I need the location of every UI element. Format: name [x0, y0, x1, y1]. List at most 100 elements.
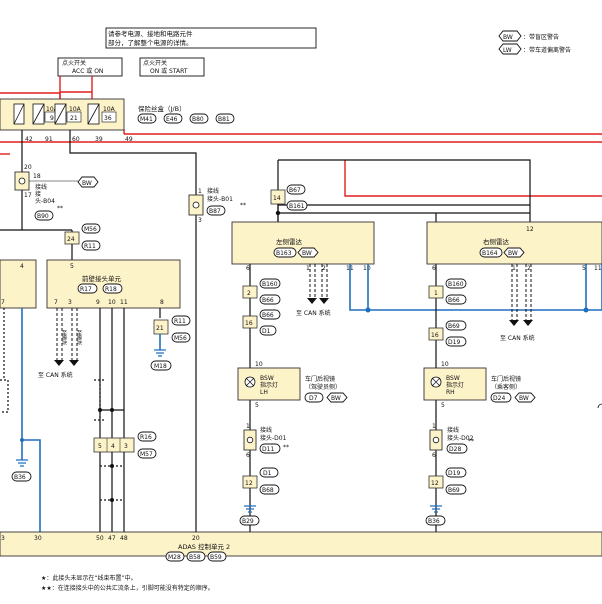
bsw-rh-l2: 指示灯: [446, 381, 464, 389]
wire-blue-right: [585, 264, 602, 310]
right-chain-pin: 16: [431, 332, 439, 339]
front-unit-pin: 3: [68, 299, 72, 306]
bsw-lh-opt: BW: [331, 395, 341, 402]
d02-code: D28: [449, 446, 461, 453]
left-radar-pin: 1: [306, 265, 310, 272]
ignition-acc-box: [57, 57, 123, 77]
code-pill: [259, 325, 277, 336]
wire-blue-bus: [349, 264, 602, 311]
code-pill: [11, 471, 32, 482]
ground-icon: [16, 459, 28, 467]
splice-dot-icon: [20, 438, 24, 442]
code-pill: [186, 551, 206, 562]
wire-fuse21-down: [69, 130, 197, 195]
fuse-num: 21: [70, 115, 78, 122]
code-pill: [81, 223, 101, 234]
r16-code1: R16: [140, 434, 152, 441]
splice-dot-icon: [365, 307, 371, 313]
code-text: E46: [166, 116, 178, 123]
b01-label-2: 接头-B01: [207, 195, 233, 203]
bsw-lh-opt-pill: [326, 392, 348, 403]
code-pill: [259, 484, 280, 495]
splice-dot-icon: [98, 408, 102, 412]
note-box: [105, 27, 317, 49]
ignition-start-line2: ON 或 START: [150, 67, 188, 75]
can-vertical-label-2: 至模块: [76, 330, 82, 346]
splice-dot-icon: [110, 408, 114, 412]
can-wire-mid: [309, 264, 328, 300]
right-lower-connector: [428, 475, 444, 489]
can-wire-right: [511, 264, 532, 322]
front-unit-code: R18: [105, 286, 117, 293]
fuse-slash: [54, 103, 67, 125]
left-chain-code: B160: [262, 281, 278, 288]
left-radar-pin: 2: [322, 265, 326, 272]
code-pill: [150, 360, 172, 371]
footnote-1: ★：此接头未显示在“线束布置”中。: [41, 574, 137, 582]
d02-label-2: 接头-D02: [447, 434, 474, 442]
legend-lw-pill: [498, 43, 522, 55]
fuse-box-title: 保险丝盒（J/B）: [138, 104, 186, 113]
d02-pin-bottom: 6: [432, 452, 436, 459]
b67-code1: B67: [289, 187, 301, 194]
left-chain-connector: [242, 285, 258, 299]
bsw-rh-code: D24: [493, 395, 505, 402]
left-radar-pin: 10: [363, 265, 371, 272]
front-unit-pin: 11: [120, 299, 128, 306]
r16-pin: 4: [111, 443, 115, 450]
bsw-rh-pin-bottom: 5: [441, 402, 445, 409]
left-lower-pin: 12: [245, 480, 253, 487]
code-pill: [286, 184, 306, 195]
fuse-pin: 49: [125, 136, 133, 143]
code-pill: [259, 443, 281, 454]
b04-code: B90: [37, 213, 49, 220]
adas-pin: 20: [192, 535, 200, 542]
legend-bw-pill: [498, 30, 522, 42]
fuse-num-box: [66, 111, 82, 123]
right-radar-pin-top: 12: [526, 226, 534, 233]
d01-pin-bottom: 6: [246, 452, 250, 459]
b04-opt-pill: [77, 176, 99, 188]
fuse-pin: 39: [95, 136, 103, 143]
can-vertical-label: 至模块: [61, 330, 67, 346]
mirror-rh-1: 车门后视镜: [491, 375, 521, 383]
fuse-21: 10A 21: [54, 103, 82, 125]
d01-label-2: 接头-D01: [260, 434, 287, 442]
wire-left-dashed: [0, 308, 9, 413]
right-lower-pin: 12: [431, 480, 439, 487]
bsw-lh-pin-bottom: 5: [255, 402, 259, 409]
bsw-lh-l1: BSW: [260, 375, 274, 382]
code-pill: [165, 551, 185, 562]
code-pill: [259, 294, 281, 305]
left-unit-partial: [0, 259, 37, 309]
right-radar-title: 右侧雷达: [483, 237, 510, 246]
right-radar-pin: 2: [527, 265, 531, 272]
code-pill: [171, 315, 191, 326]
can-arrow-icon: [509, 320, 533, 326]
ignition-acc-line2: ACC 或 ON: [72, 67, 103, 75]
adas-pin: 30: [34, 535, 42, 542]
adas-code: M28: [168, 554, 181, 561]
code-pill: [445, 278, 467, 289]
bsw-lh-l3: LH: [260, 389, 268, 396]
front-unit-pin-left: 7: [54, 299, 58, 306]
connector-m56: [64, 231, 80, 245]
legend-lw-text: ：带车道偏离警告: [523, 46, 571, 54]
code-pill: [102, 283, 123, 294]
fuse-amp: 10A: [46, 106, 59, 113]
code-pill: [445, 484, 467, 495]
d02-label-1: 接线: [447, 426, 459, 434]
ground-icon: [154, 349, 166, 357]
left-lower-code: D1: [263, 470, 272, 477]
can-label-left: 至 CAN 系统: [38, 371, 73, 379]
m56-pin: 24: [67, 236, 75, 243]
code-pill: [206, 205, 226, 216]
d02-pin-top: 1: [432, 423, 436, 430]
code-pill: [259, 467, 279, 478]
ground-icon: [430, 505, 442, 513]
code-pill: [259, 309, 281, 320]
m56-code1: M56: [84, 226, 97, 233]
left-unit-pin: 4: [20, 263, 24, 270]
right-chain-connector: [428, 327, 444, 341]
right-radar-code: B164: [482, 250, 498, 257]
